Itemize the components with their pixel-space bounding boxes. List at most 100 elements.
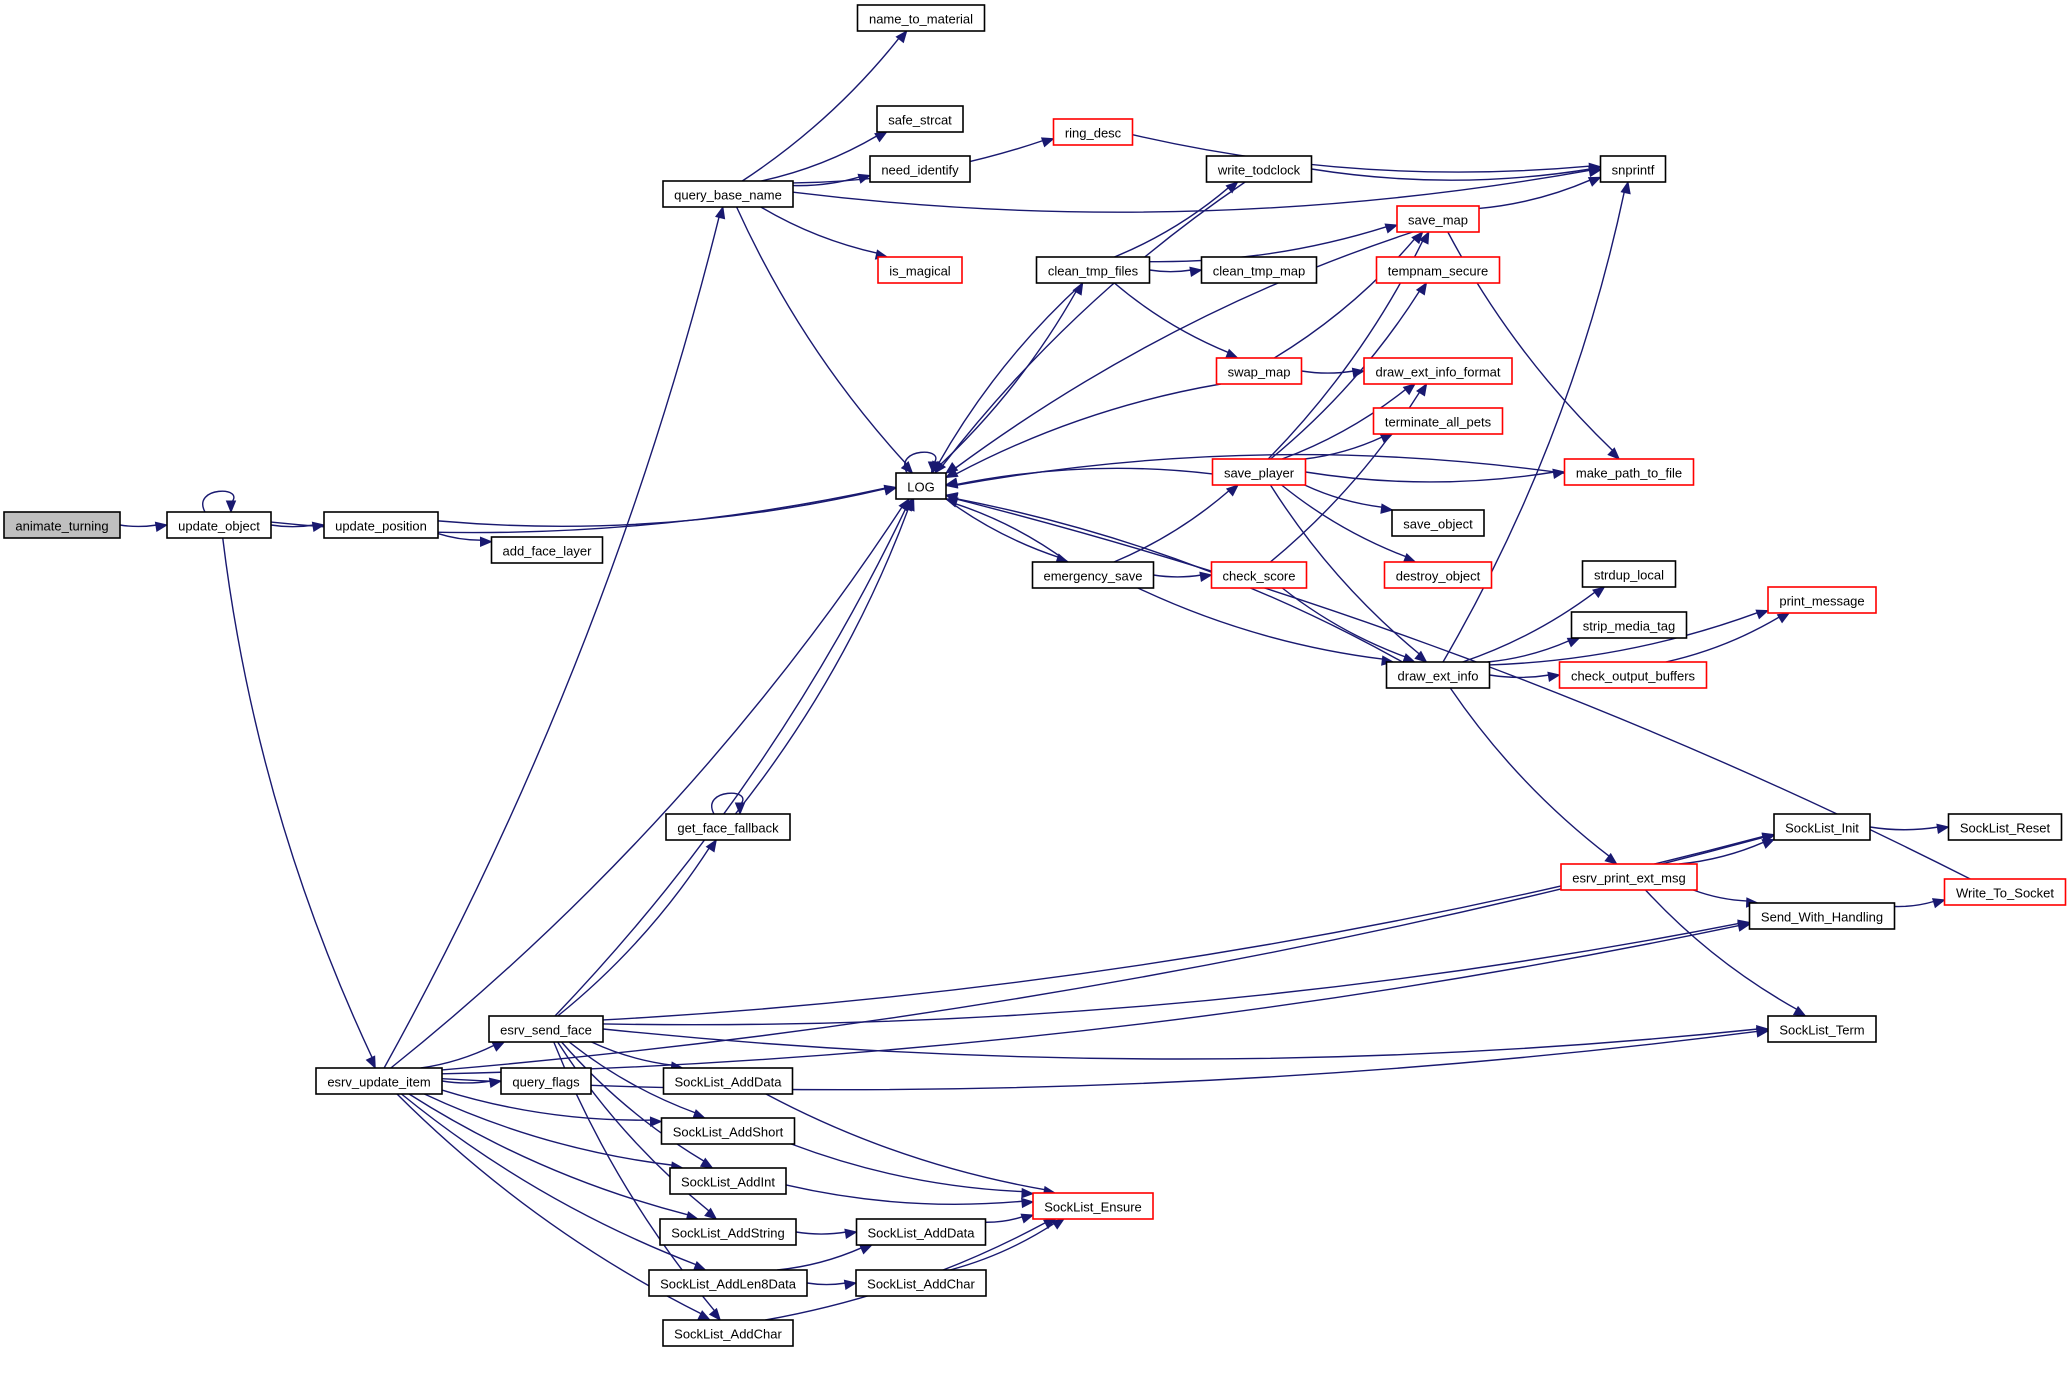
node-socklist-init[interactable]: SockList_Init: [1773, 813, 1871, 841]
edge-socklist-init-to-socklist-reset: [1869, 823, 1950, 834]
node-socklist-adddata-2[interactable]: SockList_AddData: [855, 1218, 987, 1246]
node-snprintf[interactable]: snprintf: [1599, 155, 1667, 183]
node-safe-strcat[interactable]: safe_strcat: [876, 105, 964, 133]
node-tempnam-secure[interactable]: tempnam_secure: [1375, 256, 1501, 284]
node-save-player[interactable]: save_player: [1211, 458, 1307, 486]
node-socklist-ensure[interactable]: SockList_Ensure: [1032, 1192, 1154, 1220]
edge-line: [602, 922, 1740, 1026]
node-draw-ext-info[interactable]: draw_ext_info: [1385, 661, 1491, 689]
node-get-face-fallback[interactable]: get_face_fallback: [665, 813, 791, 841]
node-box: [1215, 357, 1303, 385]
edge-arrowhead: [1384, 223, 1399, 234]
edge-line: [795, 1231, 847, 1235]
node-destroy-object[interactable]: destroy_object: [1383, 561, 1493, 589]
edge-line: [1270, 290, 1421, 460]
node-socklist-reset[interactable]: SockList_Reset: [1947, 813, 2063, 841]
node-emergency-save[interactable]: emergency_save: [1031, 561, 1155, 589]
edge-save-player-to-draw-ext-info-format: [1281, 383, 1416, 460]
edge-arrowhead: [895, 29, 908, 44]
node-save-object[interactable]: save_object: [1391, 509, 1485, 537]
edge-arrowhead: [1547, 671, 1561, 682]
node-strdup-local[interactable]: strdup_local: [1581, 560, 1677, 588]
edge-line: [761, 135, 878, 182]
node-send-with-handling[interactable]: Send_With_Handling: [1748, 902, 1896, 930]
node-terminate-all-pets[interactable]: terminate_all_pets: [1372, 407, 1504, 435]
node-label: is_magical: [889, 264, 951, 279]
node-save-map[interactable]: save_map: [1396, 205, 1480, 233]
edge-arrowhead: [715, 205, 726, 220]
edge-send-with-handling-to-write-to-socket: [1894, 898, 1946, 909]
node-write-todclock[interactable]: write_todclock: [1205, 155, 1313, 183]
edge-check-output-buffers-to-print-message: [1665, 612, 1791, 663]
node-socklist-adddata[interactable]: SockList_AddData: [662, 1067, 794, 1095]
node-strip-media-tag[interactable]: strip_media_tag: [1570, 611, 1688, 639]
node-socklist-addshort[interactable]: SockList_AddShort: [660, 1117, 796, 1145]
node-name-to-material[interactable]: name_to_material: [856, 4, 986, 32]
node-animate-turning[interactable]: animate_turning: [3, 511, 121, 539]
node-box: [1372, 407, 1504, 435]
node-is-magical[interactable]: is_magical: [877, 256, 963, 284]
edge-arrowhead: [1755, 1027, 1770, 1038]
edge-line: [437, 532, 482, 541]
edge-line: [222, 537, 374, 1059]
edge-update-object-to-update-object: [202, 490, 237, 514]
node-query-base-name[interactable]: query_base_name: [662, 180, 794, 208]
node-socklist-addchar[interactable]: SockList_AddChar: [662, 1319, 794, 1347]
edge-swap-map-to-log: [944, 383, 1221, 479]
node-esrv-print-ext-msg[interactable]: esrv_print_ext_msg: [1560, 863, 1698, 891]
node-box: [490, 536, 604, 564]
edge-socklist-adddata-to-socklist-ensure: [765, 1093, 1057, 1197]
node-clean-tmp-map[interactable]: clean_tmp_map: [1200, 256, 1318, 284]
node-clean-tmp-files[interactable]: clean_tmp_files: [1035, 256, 1151, 284]
node-check-score[interactable]: check_score: [1210, 561, 1308, 589]
edge-arrowhead: [1402, 383, 1416, 396]
edge-line: [557, 847, 711, 1017]
node-esrv-send-face[interactable]: esrv_send_face: [488, 1015, 604, 1043]
node-label: esrv_update_item: [327, 1075, 430, 1090]
edge-line: [1869, 826, 1939, 831]
node-box: [855, 1218, 987, 1246]
edge-line: [420, 1044, 496, 1069]
node-esrv-update-item[interactable]: esrv_update_item: [315, 1067, 443, 1095]
node-box: [1396, 205, 1480, 233]
node-print-message[interactable]: print_message: [1767, 586, 1877, 614]
edge-arrowhead: [479, 536, 493, 547]
node-box: [1032, 1192, 1154, 1220]
edge-get-face-fallback-to-get-face-fallback: [711, 792, 746, 816]
node-make-path-to-file[interactable]: make_path_to_file: [1563, 458, 1695, 486]
edge-draw-ext-info-to-strip-media-tag: [1487, 637, 1581, 663]
node-box: [1767, 1015, 1877, 1043]
node-update-object[interactable]: update_object: [166, 511, 272, 539]
node-label: check_output_buffers: [1571, 669, 1696, 684]
node-socklist-addstring[interactable]: SockList_AddString: [659, 1218, 797, 1246]
node-socklist-addint[interactable]: SockList_AddInt: [669, 1167, 787, 1195]
node-query-flags[interactable]: query_flags: [500, 1067, 592, 1095]
edge-arrowhead: [1199, 571, 1213, 582]
node-socklist-addlen8data[interactable]: SockList_AddLen8Data: [648, 1269, 808, 1297]
node-ring-desc[interactable]: ring_desc: [1052, 118, 1134, 146]
edge-query-base-name-to-name-to-material: [741, 29, 908, 182]
edge-line: [568, 1041, 697, 1114]
node-add-face-layer[interactable]: add_face_layer: [490, 536, 604, 564]
node-write-to-socket[interactable]: Write_To_Socket: [1943, 878, 2067, 906]
node-box: [1558, 661, 1708, 689]
node-label: save_map: [1408, 213, 1468, 228]
edge-update-position-to-add-face-layer: [437, 532, 493, 547]
node-need-identify[interactable]: need_identify: [869, 155, 971, 183]
edge-save-player-to-draw-ext-info: [1269, 484, 1428, 663]
node-log[interactable]: LOG: [895, 472, 947, 500]
edge-arrowhead: [708, 1307, 722, 1322]
node-update-position[interactable]: update_position: [323, 511, 439, 539]
edge-esrv-send-face-to-socklist-init: [602, 832, 1776, 1021]
node-draw-ext-info-format[interactable]: draw_ext_info_format: [1363, 357, 1513, 385]
node-socklist-addchar-2[interactable]: SockList_AddChar: [855, 1269, 987, 1297]
edge-arrowhead: [927, 461, 939, 475]
edge-line: [1693, 889, 1748, 902]
node-label: SockList_Init: [1785, 821, 1859, 836]
edge-clean-tmp-files-to-clean-tmp-map: [1149, 266, 1203, 277]
node-swap-map[interactable]: swap_map: [1215, 357, 1303, 385]
node-check-output-buffers[interactable]: check_output_buffers: [1558, 661, 1708, 689]
edge-arrowhead: [1931, 898, 1946, 909]
edge-log-to-emergency-save: [945, 498, 1070, 564]
node-socklist-term[interactable]: SockList_Term: [1767, 1015, 1877, 1043]
